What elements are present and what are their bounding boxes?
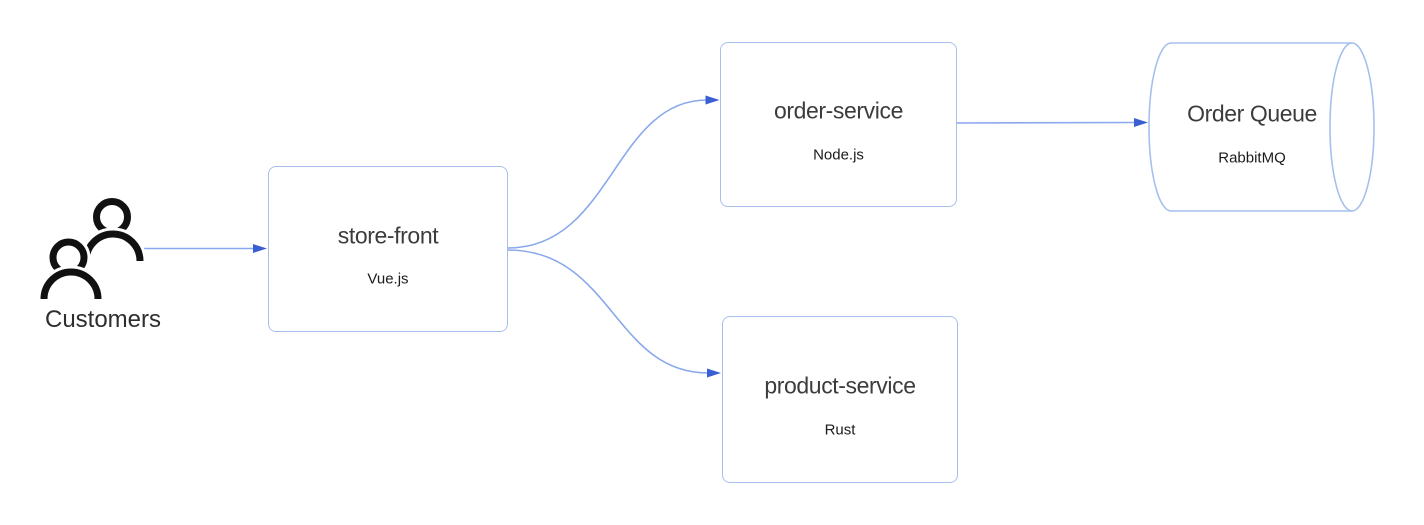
node-store-front: store-front Vue.js	[268, 166, 508, 332]
arrowhead-icon	[707, 368, 721, 378]
actor-label: Customers	[44, 306, 162, 333]
arrowhead-icon	[1134, 118, 1148, 127]
arrowhead-icon	[253, 244, 267, 253]
person-back	[79, 195, 147, 262]
node-subtitle: RabbitMQ	[1218, 149, 1286, 167]
node-title: order-service	[773, 97, 903, 124]
edge-store-front-to-order-service	[507, 95, 720, 249]
node-title: store-front	[337, 222, 439, 249]
node-subtitle: Rust	[824, 421, 856, 439]
node-order-queue: Order Queue RabbitMQ	[1172, 43, 1332, 211]
node-subtitle: Vue.js	[367, 270, 409, 288]
edge-customers-to-store-front	[143, 244, 267, 253]
person-front	[37, 235, 105, 300]
actor-customers: Customers	[36, 190, 170, 333]
edge-order-service-to-order-queue	[956, 118, 1148, 127]
customers-icon	[37, 195, 147, 300]
node-order-service: order-service Node.js	[720, 42, 957, 207]
node-subtitle: Node.js	[813, 146, 864, 164]
order-queue-cylinder-shape	[1148, 42, 1375, 212]
node-product-service: product-service Rust	[722, 316, 958, 483]
arrowhead-icon	[705, 95, 720, 105]
edge-store-front-to-product-service	[507, 249, 721, 378]
cylinder-outline	[1148, 42, 1375, 212]
node-title: Order Queue	[1187, 100, 1317, 127]
node-title: product-service	[764, 372, 916, 399]
